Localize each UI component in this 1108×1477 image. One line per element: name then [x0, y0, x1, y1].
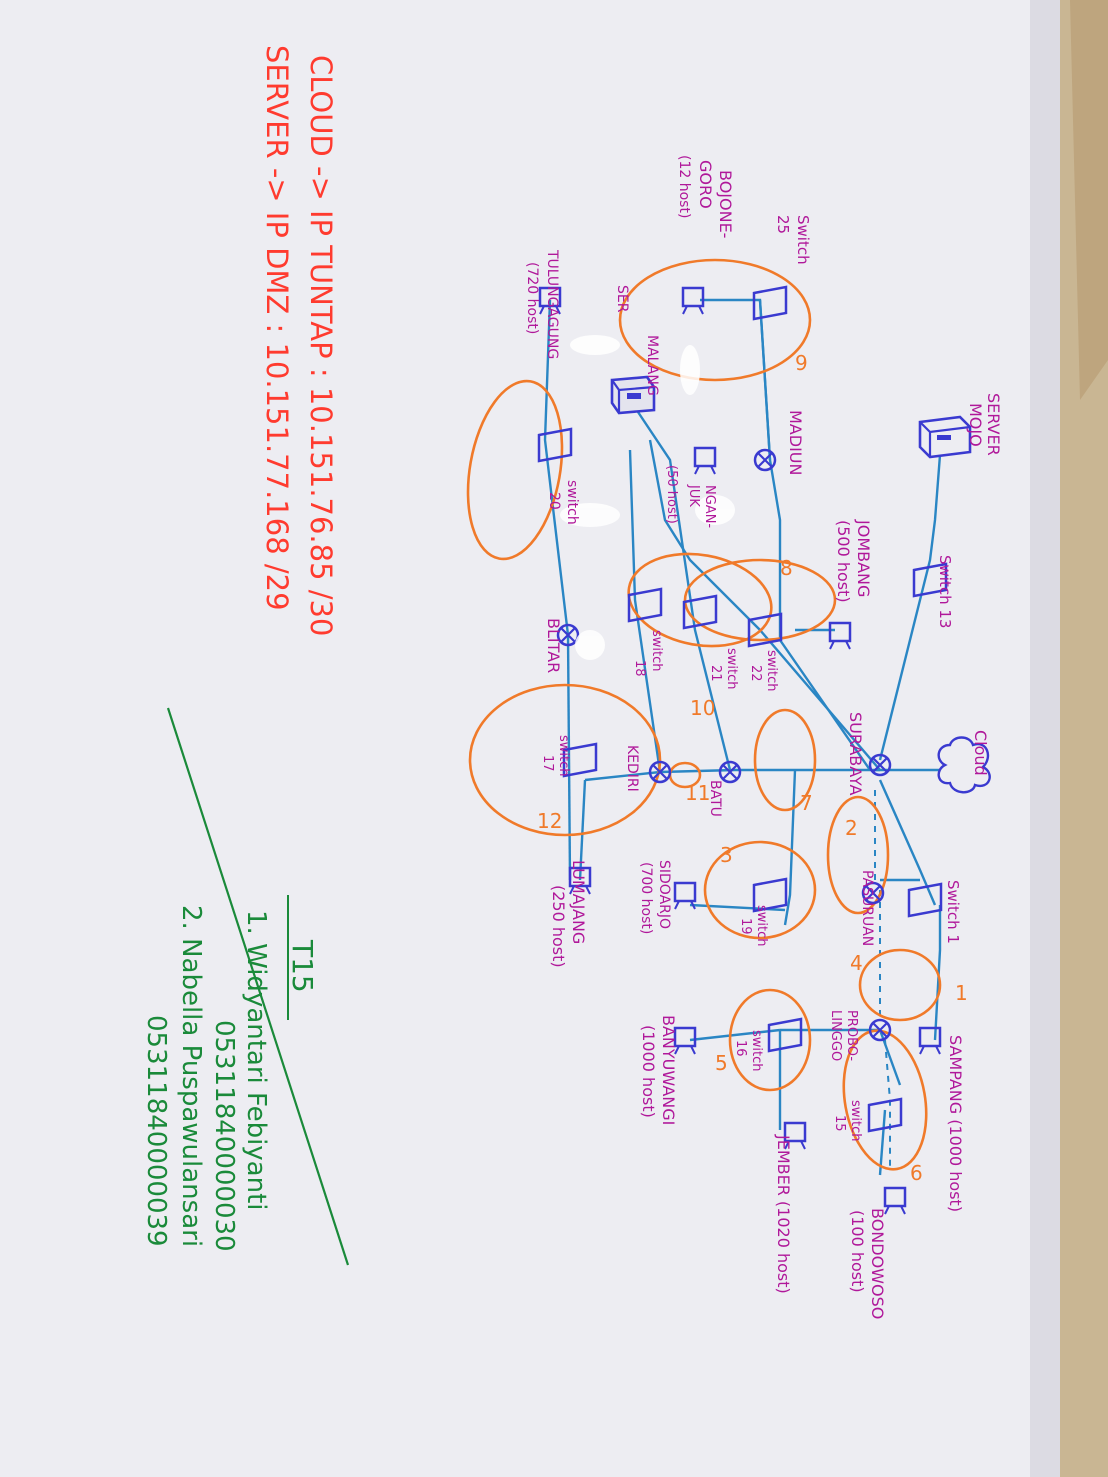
label-madiun: MADIUN	[786, 410, 805, 475]
label-switch-13: Switch 13	[936, 555, 954, 628]
label-switch-1: Switch 1	[944, 880, 962, 944]
label-sidoarjo-2: (700 host)	[638, 862, 654, 934]
label-nganjuk-3: (50 host)	[664, 465, 679, 524]
label-nganjuk-1: NGAN-	[702, 485, 717, 528]
label-jombang-2: (500 host)	[834, 520, 853, 603]
subnet-number-7: 7	[800, 791, 813, 815]
label-tulungagung-1: TULUNGAGUNG	[544, 249, 560, 359]
label-switch-18-2: 18	[632, 660, 647, 677]
label-probolinggo-1: PROBO-	[844, 1010, 859, 1061]
subnet-number-10: 10	[690, 696, 715, 720]
server-ip-text: SERVER -> IP DMZ : 10.151.77.168 /29	[260, 45, 294, 611]
label-bojonegoro-2: GORO	[696, 160, 715, 209]
label-banyuwangi-1: BANYUWANGI	[659, 1015, 678, 1125]
member-2-name: 2. Nabella Puspawulansari	[176, 905, 206, 1247]
label-switch-15-2: 15	[832, 1115, 847, 1132]
subnet-number-1: 1	[955, 981, 968, 1005]
label-bondowoso-2: (100 host)	[848, 1210, 867, 1293]
label-switch-22-1: switch	[764, 650, 779, 692]
team-code: T15	[286, 939, 319, 993]
cloud-ip-text: CLOUD -> IP TUNTAP : 10.151.76.85 /30	[304, 55, 338, 636]
label-banyuwangi-2: (1000 host)	[639, 1025, 658, 1118]
subnet-number-2: 2	[845, 816, 858, 840]
label-blitar: BLITAR	[544, 618, 563, 673]
label-server-2: MOJO	[966, 403, 985, 447]
label-lumajang-2: (250 host)	[549, 885, 568, 968]
cloud-icon	[937, 736, 991, 794]
member-2-id: 05311840000039	[141, 1015, 171, 1247]
label-jombang-1: JOMBANG	[854, 519, 873, 597]
subnet-number-3: 3	[720, 843, 733, 867]
label-bondowoso-1: BONDOWOSO	[868, 1208, 887, 1319]
member-1-name: 1. Widyantari Febiyanti	[241, 910, 271, 1211]
subnet-number-4: 4	[850, 951, 863, 975]
label-sampang: SAMPANG (1000 host)	[946, 1035, 965, 1212]
label-batu: BATU	[707, 780, 723, 817]
subnet-number-12: 12	[537, 809, 562, 833]
label-switch-18-1: switch	[649, 630, 664, 672]
label-tulungagung-2: (720 host)	[524, 262, 540, 334]
paper-sheet	[0, 0, 1060, 1477]
label-switch-21-2: 21	[708, 665, 723, 682]
label-switch-20-1: switch	[564, 480, 580, 525]
label-kediri: KEDIRI	[624, 745, 640, 792]
label-malang-1: MALANG	[644, 335, 660, 396]
subnet-number-6: 6	[910, 1161, 923, 1185]
subnet-number-11: 11	[685, 781, 710, 805]
label-switch-17-1: switch	[556, 735, 571, 777]
subnet-number-8: 8	[780, 556, 793, 580]
label-switch-19-2: 19	[738, 918, 753, 935]
label-switch-20-2: 20	[546, 492, 562, 510]
label-probolinggo-2: LINGGO	[828, 1010, 843, 1061]
label-bojonegoro-1: BOJONE-	[716, 170, 735, 238]
subnet-number-5: 5	[715, 1051, 728, 1075]
member-1-id: 05311840000030	[209, 1020, 239, 1252]
label-surabaya: SURABAYA	[846, 712, 865, 795]
links	[543, 298, 942, 1176]
subnet-number-9: 9	[795, 351, 808, 375]
subnet-outlines	[466, 258, 942, 1171]
label-jember: JEMBER (1020 host)	[774, 1134, 793, 1294]
label-switch-25-1: Switch	[794, 215, 812, 265]
label-switch-15-1: switch	[848, 1100, 863, 1142]
label-server-1: SERVER	[984, 393, 1003, 456]
label-switch-16-2: 16	[733, 1040, 748, 1057]
label-switch-21-1: switch	[724, 648, 739, 690]
label-switch-25-2: 25	[774, 215, 792, 234]
label-lumajang-1: LUMAJANG	[569, 860, 588, 944]
server-malang-icon	[610, 375, 656, 415]
label-sidoarjo-1: SIDOARJO	[656, 860, 672, 929]
label-bojonegoro-3: (12 host)	[676, 155, 692, 218]
label-switch-19-1: switch	[754, 905, 769, 947]
label-switch-16-1: switch	[749, 1030, 764, 1072]
correction-marks	[560, 335, 735, 660]
label-switch-22-2: 22	[748, 665, 763, 682]
label-nganjuk-2: JUK	[686, 484, 701, 507]
label-pasuruan: PASURUAN	[859, 870, 875, 946]
label-malang-2: SER	[614, 285, 630, 313]
server-mojo-icon	[918, 415, 972, 459]
label-switch-17-2: 17	[540, 755, 555, 772]
label-cloud: Cloud	[971, 730, 990, 776]
